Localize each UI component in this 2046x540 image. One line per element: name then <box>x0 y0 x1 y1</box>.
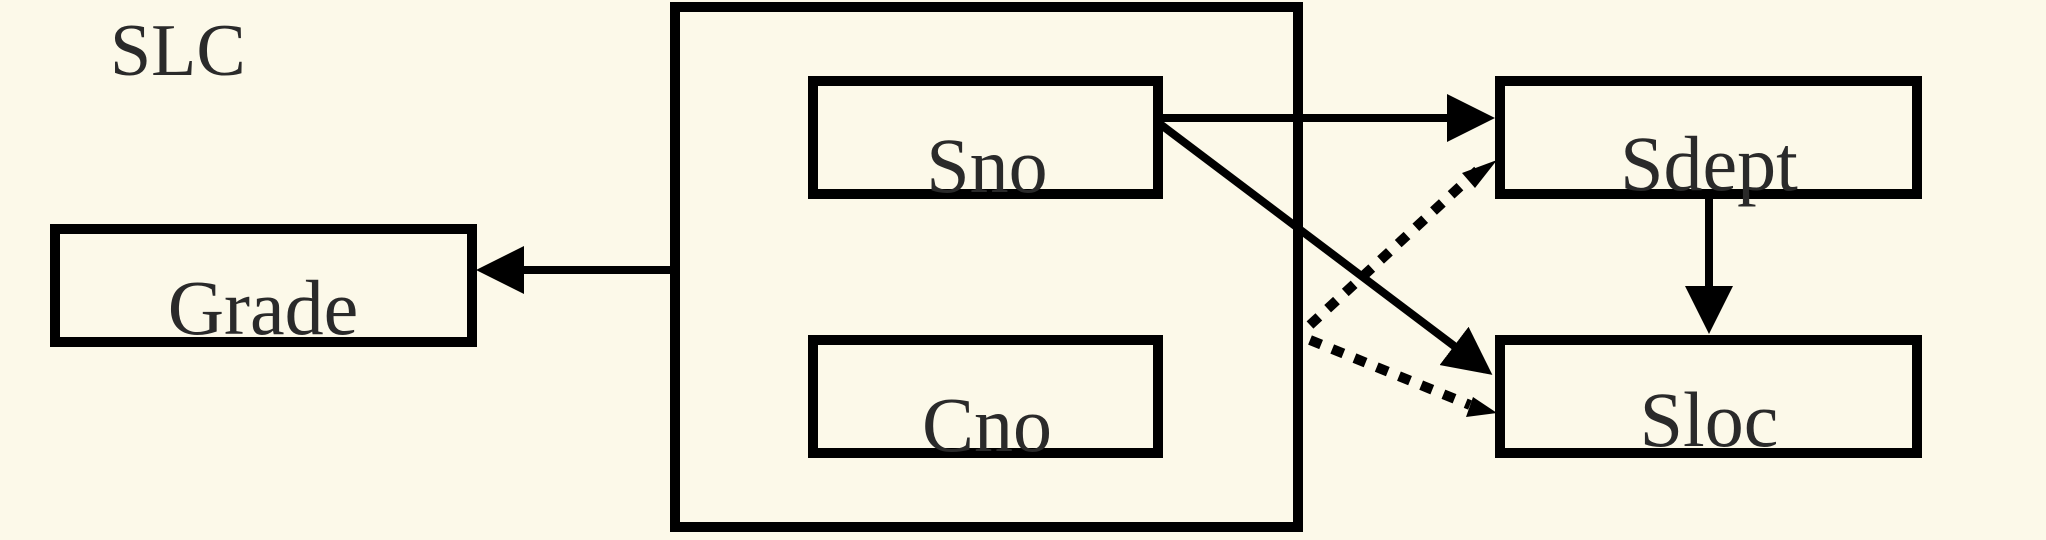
node-cno-label: Cno <box>922 381 1052 468</box>
edge-sno-to-sloc <box>1157 120 1493 375</box>
node-sloc-label: Sloc <box>1640 376 1779 463</box>
node-sno-label: Sno <box>926 122 1047 209</box>
arrowhead-key-to-sdept <box>1462 160 1497 188</box>
node-grade-box <box>50 224 477 347</box>
node-sno: Sno <box>808 76 1163 209</box>
diagram-title: SLC <box>110 10 246 92</box>
node-cno: Cno <box>808 335 1163 468</box>
node-sloc-box <box>1495 335 1922 458</box>
node-sdept-label: Sdept <box>1620 120 1798 207</box>
node-grade: Grade <box>50 224 477 351</box>
arrowhead-key-to-sloc <box>1466 397 1497 417</box>
node-sno-box <box>808 76 1163 199</box>
node-cno-box <box>808 335 1163 458</box>
node-sloc: Sloc <box>1495 335 1922 463</box>
edge-key-to-sloc-dotted <box>1308 335 1472 410</box>
node-sdept: Sdept <box>1495 76 1922 207</box>
node-grade-label: Grade <box>168 264 359 351</box>
